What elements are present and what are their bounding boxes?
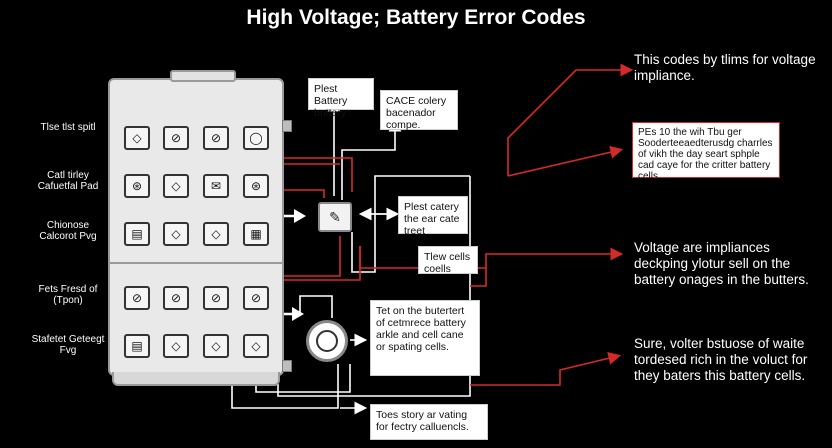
diamond-icon[interactable]: ◇ [203,334,229,358]
envelope-icon[interactable]: ✉ [203,174,229,198]
diamond-icon[interactable]: ◇ [163,334,189,358]
pen-icon: ✎ [329,208,341,225]
row-label: Tlse tlst spitl [40,122,96,133]
circle-icon[interactable]: ◯ [243,126,269,150]
page-title: High Voltage; Battery Error Codes [246,6,586,29]
battery-terminal [282,360,292,372]
tet-on-box: Tet on the butertert of cetmrece battery… [370,300,480,376]
battery-terminal [282,120,292,132]
battery-base [112,372,280,386]
diamond-icon[interactable]: ◇ [163,174,189,198]
slash-circle-icon[interactable]: ⊘ [203,286,229,310]
diamond-icon[interactable]: ◇ [243,334,269,358]
pes-box: PEs 10 the wih Tbu ger Sooderteeaedterus… [632,122,780,182]
slash-circle-icon[interactable]: ⊘ [243,286,269,310]
battery-cap [170,70,236,82]
slash-circle-icon[interactable]: ⊘ [124,286,150,310]
row-label: Catl tirley Cafuetfal Pad [37,170,99,192]
note-bottom-right: Sure, volter bstuose of waite tordesed r… [634,336,808,383]
grid-icon[interactable]: ▦ [243,222,269,246]
grid-icon[interactable]: ▤ [124,334,150,358]
toes-story-box: Toes story ar vating for fectry calluenc… [370,404,488,440]
battery-divider [108,262,284,264]
gear-icon[interactable]: ⊛ [124,174,150,198]
note-middle-right: Voltage are impliances deckping ylotur s… [634,240,809,287]
note-top-right: This codes by tlims for voltage implianc… [634,52,816,83]
row-label: Chionose Calcorot Pvg [39,220,97,242]
cace-box: CACE colery bacenador compe. [380,90,458,131]
gear-icon[interactable]: ⊛ [243,174,269,198]
grid-icon[interactable]: ▤ [124,222,150,246]
circle-icon [316,330,338,352]
tlew-cells-box: Tlew cells coells [418,246,478,275]
slash-circle-icon[interactable]: ⊘ [163,286,189,310]
diamond-icon[interactable]: ◇ [163,222,189,246]
slash-circle-icon[interactable]: ⊘ [163,126,189,150]
plest-battery-box: Plest Battery bnttery [308,78,374,119]
diamond-icon[interactable]: ◇ [203,222,229,246]
row-label: Fets Fresd of (Tpon) [38,284,98,306]
controller-module: ✎ [318,202,352,232]
slash-circle-icon[interactable]: ⊘ [203,126,229,150]
diamond-icon[interactable]: ◇ [124,126,150,150]
row-label: Stafetet Geteegt Fvg [31,334,105,356]
sensor-circle [306,320,348,362]
plest-cate-box: Plest catery the ear cate treet [398,196,468,237]
